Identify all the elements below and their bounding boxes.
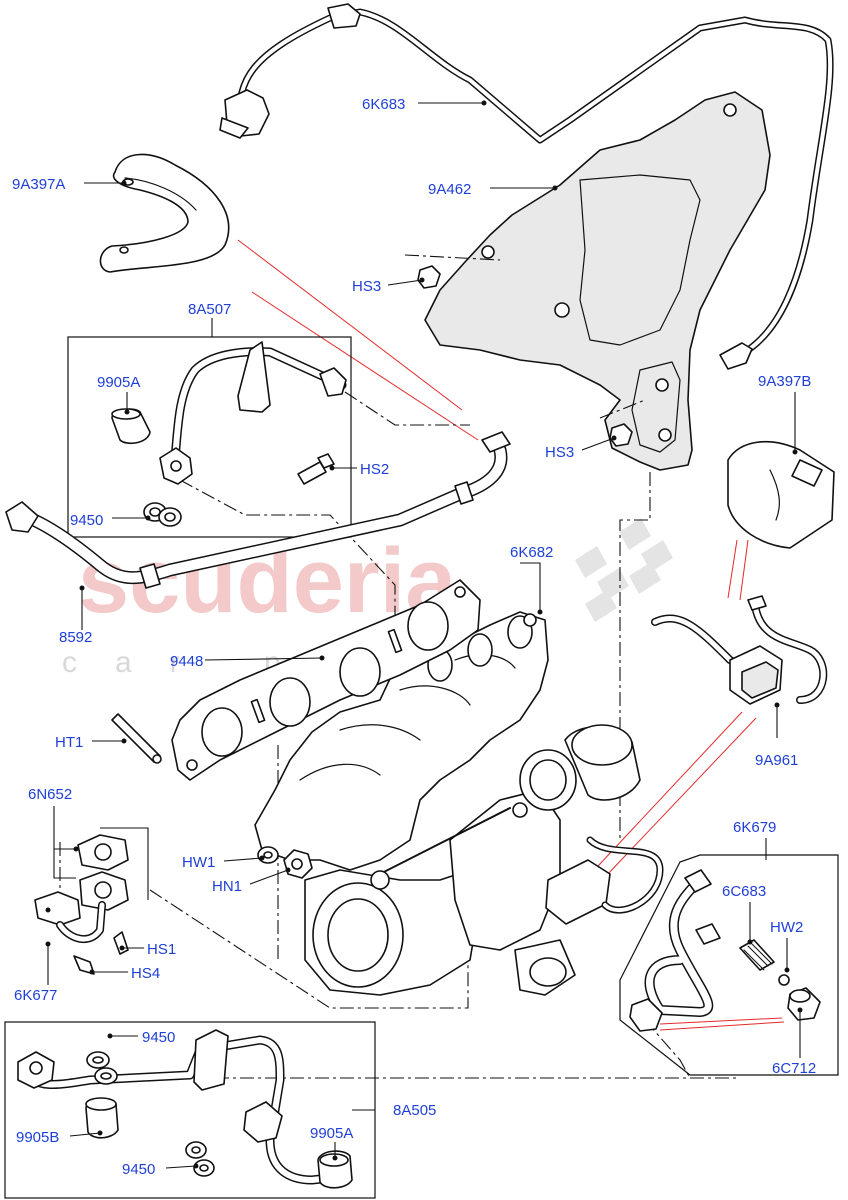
label-9905B: 9905B <box>16 1129 59 1146</box>
label-9450-top: 9450 <box>70 512 103 529</box>
part-labels: 6K683 9A397A 9A462 HS3 8A507 9905A HS2 9… <box>12 96 816 1178</box>
label-9A462: 9A462 <box>428 181 471 198</box>
label-8A505: 8A505 <box>393 1102 436 1119</box>
part-HS1-bolt <box>113 931 129 955</box>
part-9450-washers-bottom1 <box>86 1051 118 1085</box>
part-9A397B-sleeve <box>727 440 835 549</box>
part-9448-gasket <box>171 579 481 781</box>
label-9905A-top: 9905A <box>97 374 140 391</box>
part-9A961-valve <box>651 595 828 705</box>
part-6K682-exhaust-manifold <box>254 611 549 871</box>
label-9448: 9448 <box>170 653 203 670</box>
label-HS4: HS4 <box>131 965 160 982</box>
part-HW1-washer <box>257 846 279 864</box>
part-9450-washers-top <box>143 502 182 527</box>
label-9A397A: 9A397A <box>12 176 65 193</box>
part-9A397A-sleeve <box>99 153 230 273</box>
part-HN1-nut <box>283 849 313 879</box>
part-6C712-bolt <box>787 987 821 1021</box>
label-6C712: 6C712 <box>772 1060 816 1077</box>
part-6K679-hose <box>629 869 721 1032</box>
part-6C683-filter <box>739 939 775 971</box>
label-6N652: 6N652 <box>28 786 72 803</box>
label-6K677: 6K677 <box>14 987 57 1004</box>
red-reference-lines <box>237 239 785 1031</box>
part-8A505-oil-pipe <box>17 1029 335 1185</box>
label-8592: 8592 <box>59 629 92 646</box>
part-8A507-oil-pipe <box>159 341 347 485</box>
part-HS3-bolt-top <box>404 254 501 289</box>
label-9A397B: 9A397B <box>758 373 811 390</box>
label-9450-bottom1: 9450 <box>142 1029 175 1046</box>
part-HS4-bolt <box>73 955 95 975</box>
label-6K679: 6K679 <box>733 819 776 836</box>
label-6K682: 6K682 <box>510 544 553 561</box>
label-HW1: HW1 <box>182 854 215 871</box>
watermark-checkered-flag <box>575 518 673 622</box>
part-HT1-stud <box>111 713 162 764</box>
part-9905A-bolt-top <box>111 408 151 445</box>
label-9A961: 9A961 <box>755 752 798 769</box>
part-6K683-tube <box>219 3 834 370</box>
part-HS2-bolt <box>297 453 335 485</box>
group-box-8A507 <box>67 336 352 538</box>
label-9450-bottom2: 9450 <box>122 1161 155 1178</box>
label-8A507: 8A507 <box>188 301 231 318</box>
label-6C683: 6C683 <box>722 883 766 900</box>
leader-lines <box>45 100 803 1169</box>
label-HN1: HN1 <box>212 878 242 895</box>
label-HS2: HS2 <box>360 461 389 478</box>
label-HS3-mid: HS3 <box>545 444 574 461</box>
label-HS3-top: HS3 <box>352 278 381 295</box>
part-turbocharger <box>304 724 664 996</box>
part-8592-coolant-pipe <box>5 431 511 589</box>
part-9905A-bolt-bottom <box>317 1150 353 1189</box>
label-HW2: HW2 <box>770 919 803 936</box>
part-9450-washers-bottom2 <box>185 1141 215 1177</box>
part-HW2-washer <box>778 974 790 986</box>
part-9905B-bolt <box>85 1097 119 1139</box>
label-HT1: HT1 <box>55 734 83 751</box>
part-HS3-bolt-mid <box>599 399 646 447</box>
part-9A462-heat-shield <box>424 91 771 471</box>
part-6N652-pipe <box>34 827 149 943</box>
label-HS1: HS1 <box>147 941 176 958</box>
label-6K683: 6K683 <box>362 96 405 113</box>
label-9905A-bottom: 9905A <box>310 1125 353 1142</box>
group-box-6K679 <box>619 854 839 1076</box>
